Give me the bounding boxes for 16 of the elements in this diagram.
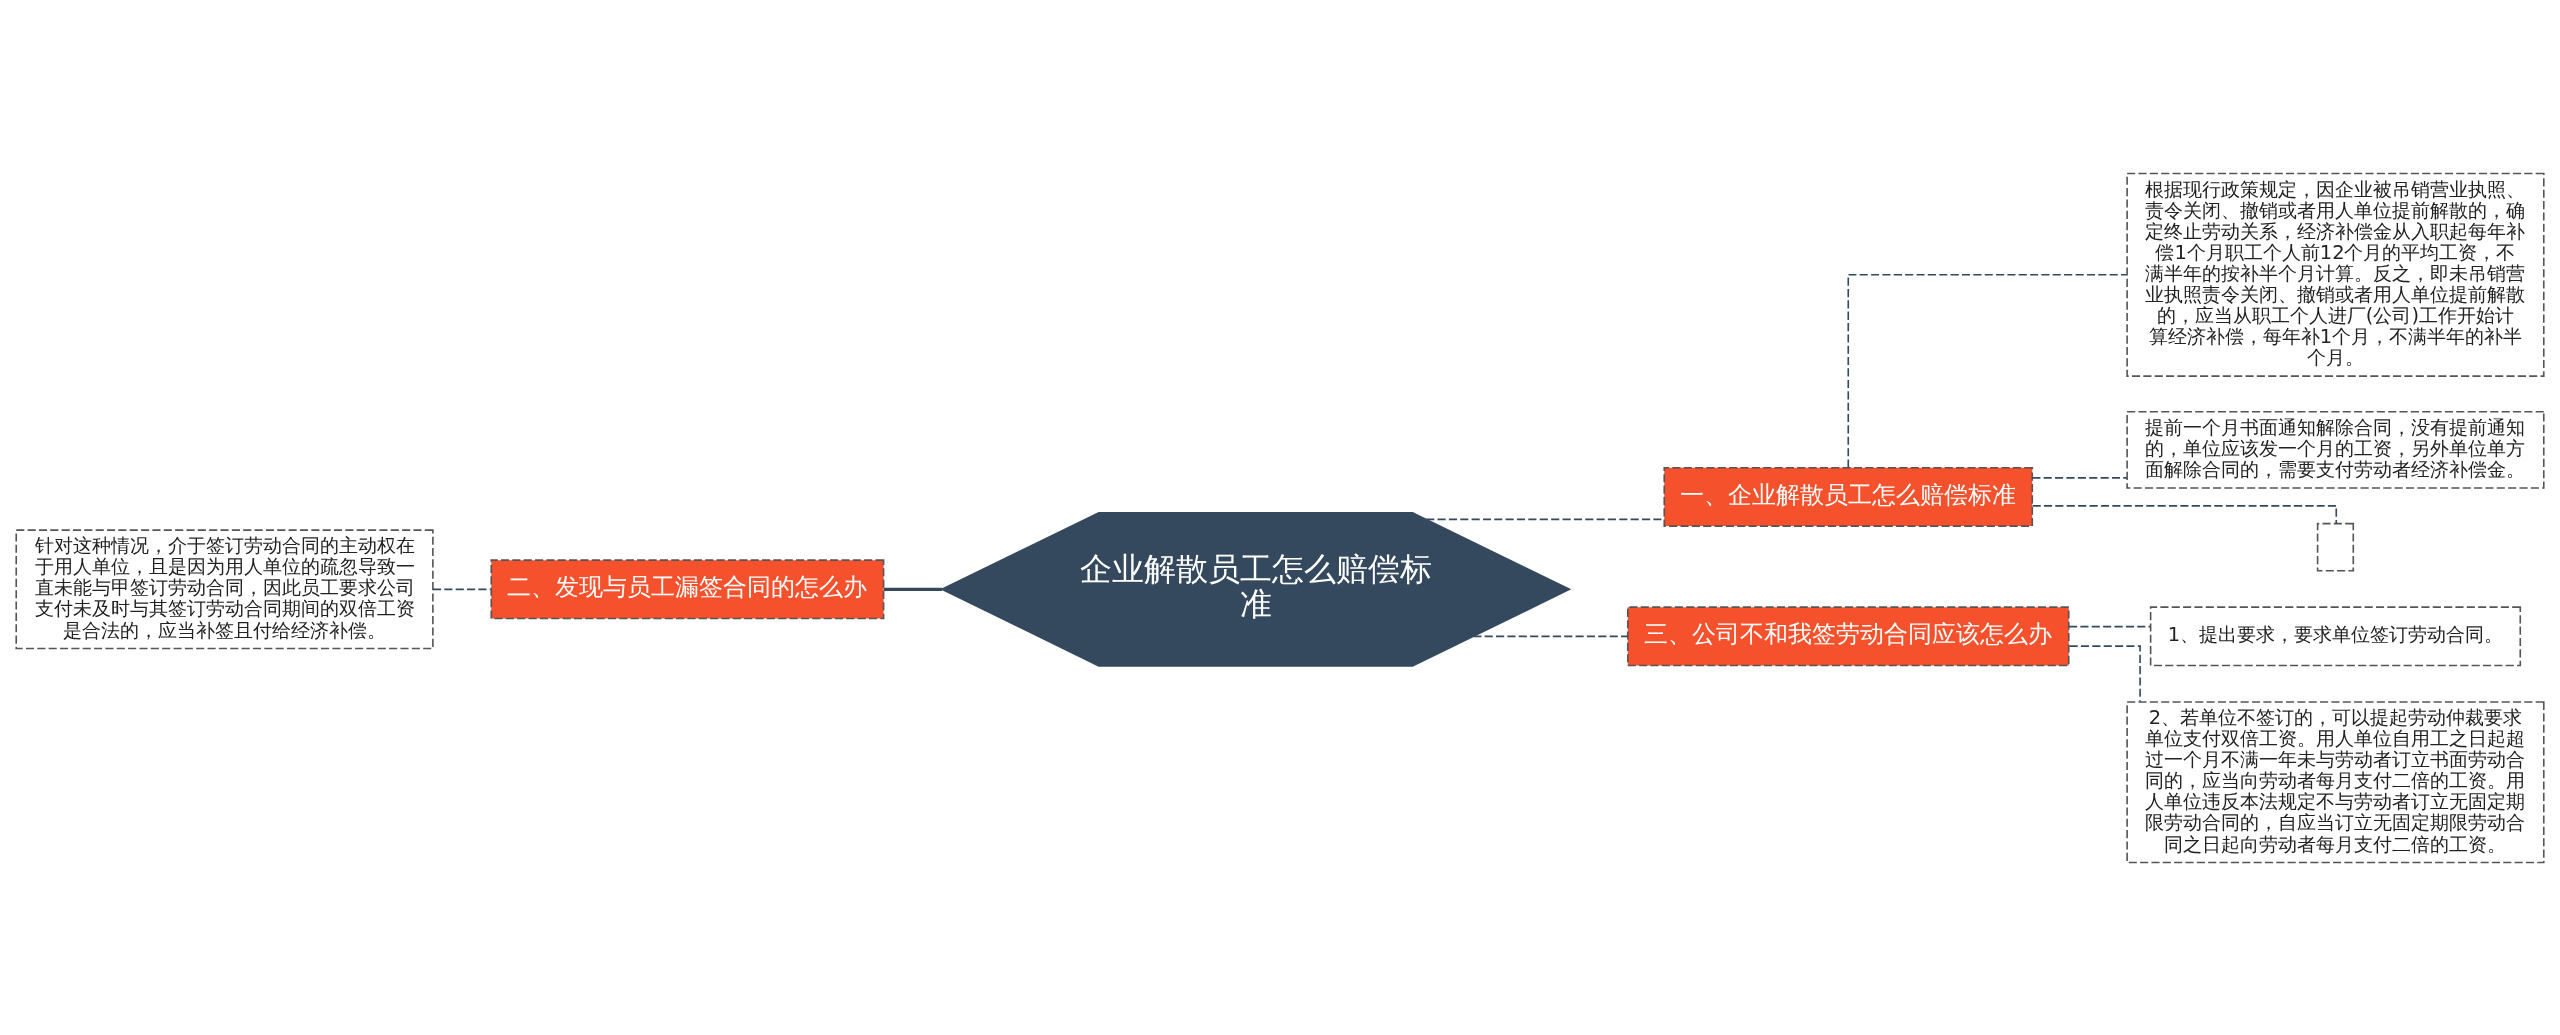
connector [432,588,492,590]
connector [883,587,942,591]
node-box: 三、公司不和我签劳动合同应该怎么办 [1626,605,2070,666]
connector [1472,635,1629,637]
connector [2068,644,2141,702]
node-box: 二、发现与员工漏签合同的怎么办 [490,558,885,619]
connector [1847,273,2128,468]
connector [2068,625,2152,627]
node-box: 根据现行政策规定，因企业被吊销营业执照、责令关闭、撤销或者用人单位提前解散的，确定终止劳动关系，经济补偿金从入职起每年补偿1个月职工个人前12个月的平均工资，不满半年的按补半个月计算。反之，即未吊销营业执照责令关闭、撤销或者用人单位提前解散的，应当从职工个人进厂(公司)工作开始计算经济补偿，每年补1个月，不满半年的补半个月。 [2126,172,2545,377]
node-box: 提前一个月书面通知解除合同，没有提前通知的，单位应该发一个月的工资，另外单位单方面解除合同的，需要支付劳动者经济补偿金。 [2126,410,2545,489]
node-box [2316,522,2355,571]
node-box: 2、若单位不签订的，可以提起劳动仲裁要求单位支付双倍工资。用人单位自用工之日起超过一个月不满一年未与劳动者订立书面劳动合同的，应当向劳动者每月支付二倍的工资。用人单位违反本法规定不与劳动者订立无固定期限劳动合同的，自应当订立无固定期限劳动合同之日起向劳动者每月支付二倍的工资。 [2126,700,2545,863]
node-box: 一、企业解散员工怎么赔偿标准 [1663,466,2034,527]
connector [2031,476,2128,479]
node-box: 1、提出要求，要求单位签订劳动合同。 [2149,605,2522,666]
node-box: 针对这种情况，介于签订劳动合同的主动权在于用人单位，且是因为用人单位的疏忽导致一直未能与甲签订劳动合同，因此员工要求公司支付未及时与其签订劳动合同期间的双倍工资是合法的，应当补签且付给经济补偿。 [15,528,434,649]
